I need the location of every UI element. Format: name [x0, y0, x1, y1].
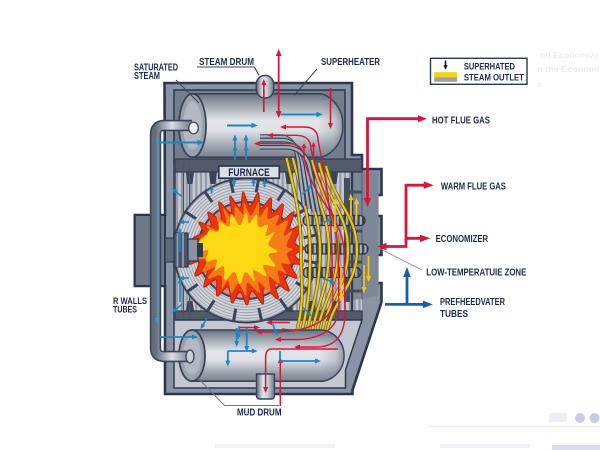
svg-text:TUBES: TUBES	[113, 305, 137, 316]
svg-text:STEAM DRUM: STEAM DRUM	[199, 57, 254, 68]
svg-text:SATURATED: SATURATED	[134, 62, 178, 73]
svg-text:n the Economize: n the Economize	[537, 64, 600, 74]
svg-text:a: a	[537, 80, 542, 89]
svg-text:STEAM: STEAM	[134, 71, 160, 82]
svg-text:HOT FLUE GAS: HOT FLUE GAS	[432, 115, 490, 126]
svg-text:R WALLS: R WALLS	[113, 296, 147, 307]
svg-text:MUD DRUM: MUD DRUM	[237, 407, 282, 418]
svg-text:WARM FLUE GAS: WARM FLUE GAS	[441, 182, 506, 193]
svg-text:FURNACE: FURNACE	[228, 167, 270, 179]
svg-text:SUPERHATED: SUPERHATED	[464, 62, 515, 73]
svg-text:STEAM OUTLET: STEAM OUTLET	[464, 73, 524, 84]
svg-text:nd Economizer a: nd Economizer a	[540, 50, 600, 60]
svg-text:ECONOMIZER: ECONOMIZER	[436, 234, 489, 245]
svg-text:SUPERHEATER: SUPERHEATER	[321, 57, 380, 68]
svg-text:LOW-TEMPERATUIE ZONE: LOW-TEMPERATUIE ZONE	[426, 267, 526, 278]
svg-text:PREFHEEDVATER: PREFHEEDVATER	[440, 297, 506, 308]
svg-text:TUBES: TUBES	[440, 309, 468, 320]
